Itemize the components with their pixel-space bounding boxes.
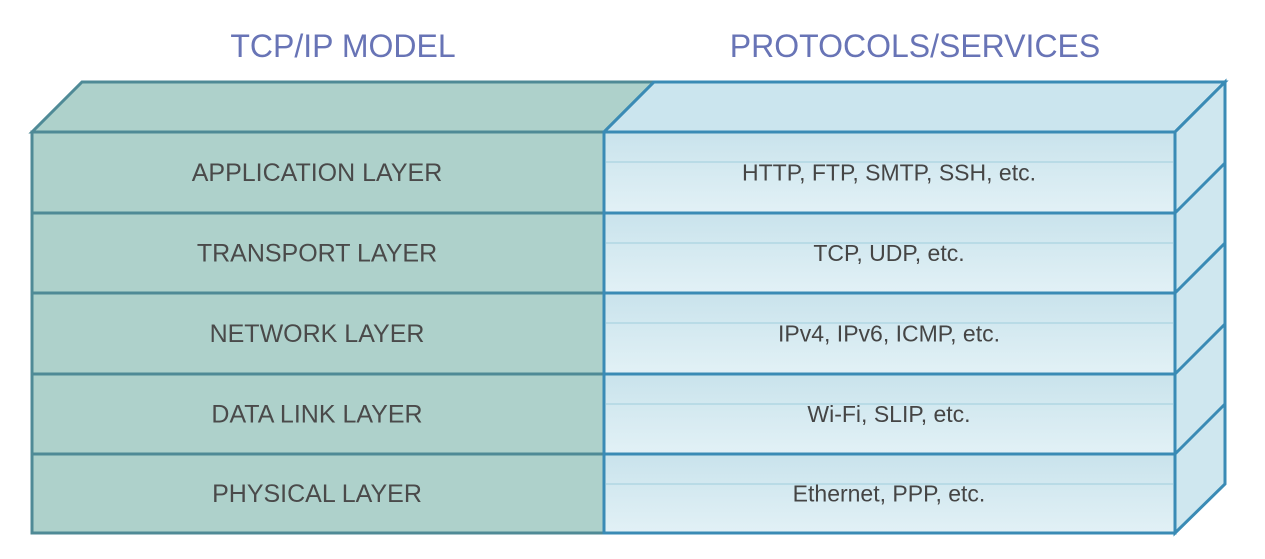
layer-cell [30,291,606,376]
layer-row: NETWORK LAYER IPv4, IPv6, ICMP, etc. [30,291,1177,376]
model-top-face [28,80,658,134]
protocol-cell [602,211,1177,295]
layer-protocols: Wi-Fi, SLIP, etc. [807,401,970,427]
layer-cell [30,130,606,215]
side-divider [1173,161,1227,215]
protocol-cell [602,291,1177,376]
protocols-side-face [1173,78,1227,537]
layer-cell [30,452,606,535]
protocols-column-header: PROTOCOLS/SERVICES [730,28,1100,64]
side-divider [1173,322,1227,376]
layer-row: PHYSICAL LAYER Ethernet, PPP, etc. [30,452,1177,535]
layer-cell [30,211,606,295]
layer-protocols: Ethernet, PPP, etc. [793,481,986,507]
layer-name: APPLICATION LAYER [192,159,443,187]
model-column-header: TCP/IP MODEL [230,28,455,64]
protocol-cell [602,372,1177,456]
layer-name: NETWORK LAYER [210,320,425,348]
side-divider [1173,402,1227,456]
side-divider [1173,241,1227,295]
layer-protocols: IPv4, IPv6, ICMP, etc. [778,321,1000,347]
layer-protocols: TCP, UDP, etc. [813,240,964,266]
layer-row: TRANSPORT LAYER TCP, UDP, etc. [30,211,1177,295]
layer-row: DATA LINK LAYER Wi-Fi, SLIP, etc. [30,372,1177,456]
layer-name: PHYSICAL LAYER [212,480,422,508]
protocol-cell [602,452,1177,535]
layer-name: TRANSPORT LAYER [197,240,437,268]
layer-row: APPLICATION LAYER HTTP, FTP, SMTP, SSH, e… [30,130,1177,215]
layer-protocols: HTTP, FTP, SMTP, SSH, etc. [742,160,1036,186]
layer-name: DATA LINK LAYER [211,401,422,429]
protocols-top-face [600,80,1229,134]
